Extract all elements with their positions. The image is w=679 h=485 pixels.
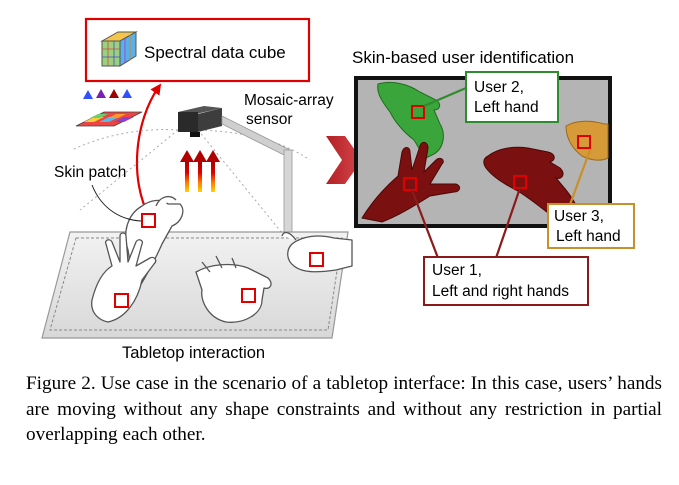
user3-label-box: User 3, Left hand: [547, 203, 635, 249]
tabletop-label: Tabletop interaction: [122, 344, 265, 362]
right-panel-title: Skin-based user identification: [352, 48, 574, 67]
hand-user2: [377, 81, 444, 159]
hand-user3: [565, 120, 609, 161]
user1-line2: Left and right hands: [432, 283, 569, 300]
user1-line1: User 1,: [432, 262, 482, 279]
spectral-arrows-under-sensor: [180, 150, 220, 192]
data-cube-callout: Spectral data cube: [84, 17, 311, 83]
user2-line1: User 2,: [474, 79, 524, 96]
user3-line1: User 3,: [554, 208, 604, 225]
user3-line2: Left hand: [556, 228, 621, 245]
skin-patch-leader: [91, 184, 142, 222]
sensor-label-line2: sensor: [246, 111, 293, 128]
user1-label-box: User 1, Left and right hands: [423, 256, 589, 306]
skin-patch-markers-left: [114, 213, 324, 308]
use-case-diagram: Spectral data cube Mos: [41, 17, 635, 362]
spectral-arrows-small: [83, 89, 132, 118]
hand-user1-left: [361, 141, 461, 223]
curved-red-arrow: [135, 83, 162, 219]
data-cube-label: Spectral data cube: [144, 43, 286, 62]
user-leader-lines: [410, 86, 592, 259]
user2-label-box: User 2, Left hand: [465, 71, 559, 123]
skin-patch-label: Skin patch: [54, 164, 126, 181]
figure-caption: Figure 2. Use case in the scenario of a …: [26, 373, 662, 445]
sensor-label-line1: Mosaic-array: [244, 92, 334, 109]
identification-panel: [354, 76, 612, 228]
mosaic-array-sensor: [178, 106, 222, 137]
user2-line2: Left hand: [474, 99, 539, 116]
transition-arrow: [326, 136, 362, 184]
mosaic-filter-icon: [75, 111, 143, 127]
spectral-cube-icon: [100, 31, 138, 67]
